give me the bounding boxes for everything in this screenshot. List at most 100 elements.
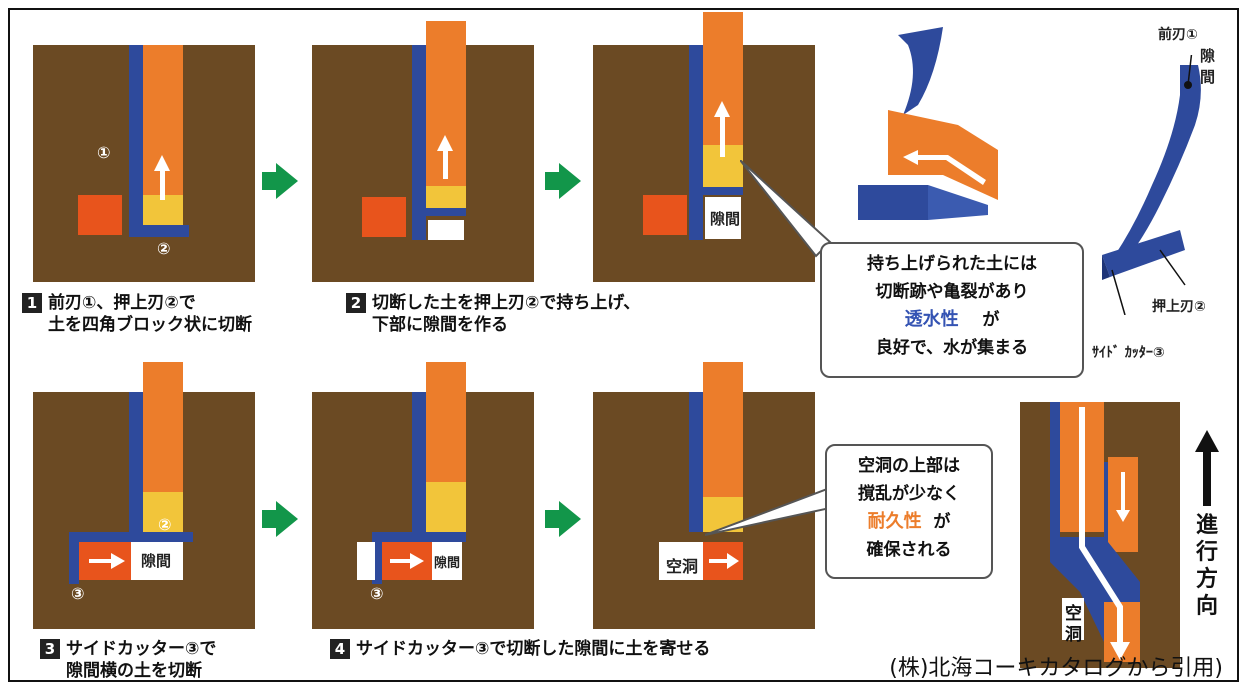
gap	[131, 542, 183, 580]
gap	[428, 220, 464, 240]
step2-line2: 下部に隙間を作る	[372, 315, 508, 335]
step3-line2: 隙間横の土を切断	[66, 661, 202, 681]
push-blade-marker: ②	[158, 515, 172, 534]
source-citation: (株)北海コーキカタログから引用)	[889, 656, 1223, 681]
front-blade-label: 前刃①	[1158, 27, 1198, 43]
up-arrow-head	[154, 155, 170, 171]
right-arrow	[709, 559, 729, 563]
step2-detail-panel: 隙間	[593, 12, 1215, 282]
green-arrow-3	[276, 501, 298, 537]
cavity	[659, 542, 703, 580]
callout2-line2: 撹乱が少なく	[858, 484, 960, 504]
durability-callout: 空洞の上部は 撹乱が少なく 耐久性 が 確保される	[825, 444, 993, 579]
step1-line1: 前刃①、押上刃②で	[48, 293, 196, 313]
push-blade-marker: ②	[157, 239, 171, 258]
callout1-line4: 良好で、水が集まる	[875, 338, 1029, 358]
callout2-line4: 確保される	[866, 540, 952, 560]
flow-arrow	[903, 150, 986, 185]
callout1-line2: 切断跡や亀裂があり	[875, 282, 1029, 302]
front-blade	[689, 45, 703, 240]
side-cutter	[69, 532, 193, 542]
up-arrow-head	[437, 135, 453, 151]
push-blade	[703, 187, 743, 195]
cracked-zone	[426, 482, 466, 532]
gap	[432, 542, 462, 580]
travel-diagonal	[1050, 407, 1140, 662]
push-blade	[129, 225, 189, 237]
permeability-callout: 持ち上げられた土には 切断跡や亀裂があり 透水性 が 良好で、水が集まる	[820, 242, 1084, 378]
step1-panel: ① ②	[33, 45, 255, 282]
front-blade	[412, 392, 426, 532]
callout2-pointer	[705, 486, 831, 536]
direction-text: 進 行 方 向	[1196, 512, 1218, 620]
callout2-after-highlight: が	[933, 512, 951, 532]
step3-number: 3	[40, 639, 60, 659]
shank-edge	[1050, 402, 1060, 537]
right-arrow	[89, 559, 113, 563]
step1-line2: 土を四角ブロック状に切断	[48, 315, 252, 335]
right-arrow-head	[727, 553, 739, 569]
green-arrow-2-shaft	[545, 172, 559, 190]
direction-arrow-shaft	[1203, 450, 1211, 506]
up-arrow	[160, 170, 165, 200]
side-cutter-edge	[69, 532, 79, 584]
right-arrow	[390, 559, 412, 563]
lifted-soil	[143, 362, 183, 492]
travel-panel: 空 洞	[1020, 402, 1180, 668]
blade-cross-section	[858, 27, 998, 220]
step3-caption: 3 サイドカッター③で 隙間横の土を切断	[40, 638, 216, 682]
front-blade	[129, 392, 143, 532]
gap-label-step2: 隙間	[709, 210, 740, 228]
green-arrow-4	[559, 501, 581, 537]
cracked-zone	[143, 195, 183, 225]
gap-label-step4: 隙間	[433, 556, 460, 571]
cut-block	[643, 195, 687, 235]
up-arrow	[443, 149, 448, 179]
gap-label: 隙間	[1200, 47, 1216, 86]
step2-line1: 切断した土を押上刃②で持ち上げ、	[372, 293, 641, 313]
front-blade	[689, 392, 703, 532]
subsoiler-shank	[1115, 65, 1201, 255]
step3-panel: ② ③	[33, 362, 255, 629]
durability-highlight: 耐久性	[867, 511, 922, 532]
right-arrow-head	[410, 553, 424, 569]
step1-number: 1	[22, 293, 42, 313]
cracked-zone	[143, 492, 183, 532]
callout1-line3: 透水性 が	[822, 306, 1082, 334]
step3-line1: サイドカッター③で	[66, 639, 217, 659]
direction-char-1: 進	[1196, 513, 1219, 538]
step4-line1: サイドカッター③で切断した隙間に土を寄せる	[356, 639, 711, 659]
cavity-vertical-box	[1062, 598, 1084, 640]
side-cutter-label: ｻｲﾄﾞ ｶｯﾀｰ③	[1092, 345, 1165, 361]
direction-char-2: 行	[1196, 540, 1219, 565]
up-arrow	[720, 115, 725, 157]
step4-panel: ③	[312, 362, 534, 629]
side-cutter-marker: ③	[71, 584, 85, 603]
front-blade	[412, 45, 426, 240]
blade-shank	[898, 27, 943, 115]
green-arrow-1-shaft	[262, 172, 276, 190]
green-arrow-2	[559, 163, 581, 199]
side-cutter	[372, 532, 466, 542]
right-arrow-head	[111, 553, 125, 569]
callout2-line3: 耐久性 が	[827, 508, 991, 536]
step4-number: 4	[330, 639, 350, 659]
cavity-vertical-text-1: 空	[1065, 604, 1082, 624]
cut-block	[78, 195, 122, 235]
front-blade	[129, 45, 143, 237]
base-blade-wedge	[928, 185, 988, 220]
green-arrow-1	[276, 163, 298, 199]
figure-frame	[8, 8, 1239, 682]
permeability-highlight: 透水性	[904, 309, 959, 330]
direction-char-3: 方	[1196, 567, 1219, 592]
callout2-line1: 空洞の上部は	[858, 456, 960, 476]
gap	[705, 197, 741, 239]
callout1-after-highlight: が	[982, 310, 1000, 330]
side-cutter-marker: ③	[370, 584, 384, 603]
up-arrow-head	[714, 101, 730, 117]
subsoiler-illustration	[1102, 55, 1201, 315]
side-cutter-edge	[372, 532, 382, 584]
cut-block	[362, 197, 406, 237]
push-blade	[426, 208, 466, 216]
